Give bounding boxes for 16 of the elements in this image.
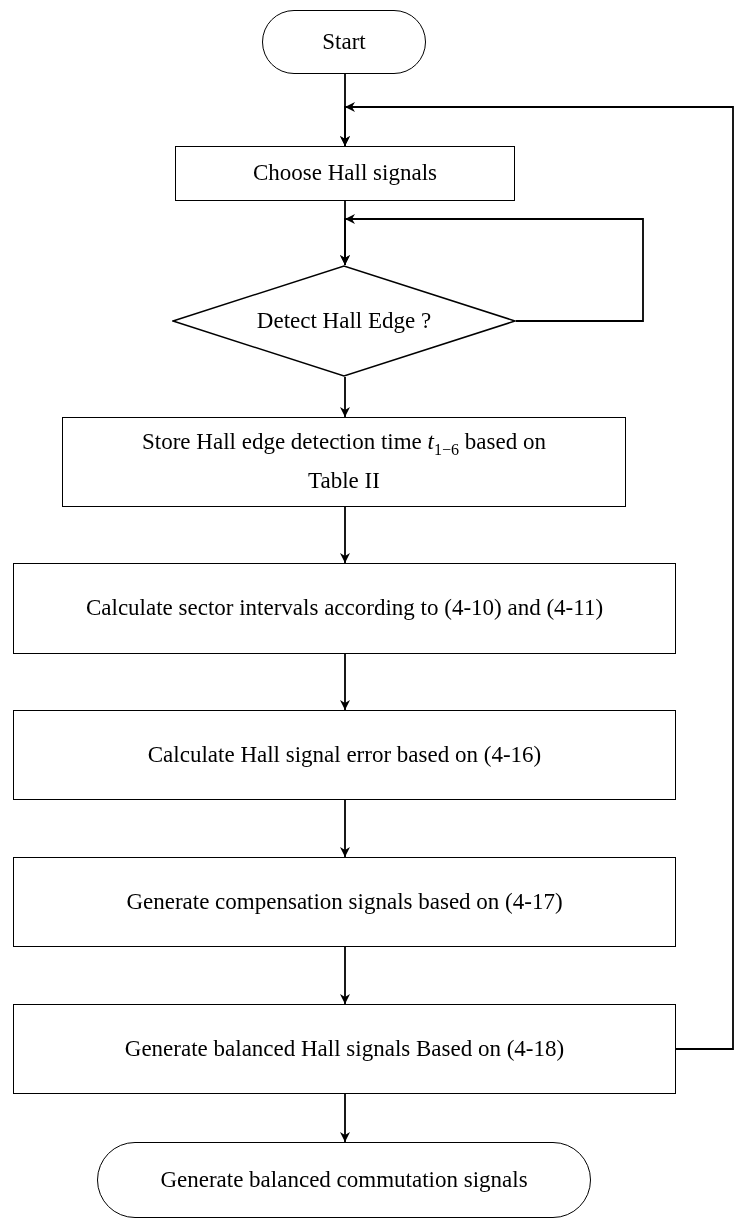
process-box xyxy=(62,417,626,507)
step-text: Generate balanced Hall signals Based on (4-18) xyxy=(123,1034,566,1063)
step-text: Generate balanced commutation signals xyxy=(159,1165,529,1194)
process-box xyxy=(175,146,515,201)
step-text: Store Hall edge detection time t$_{1−6}$ based on Table II xyxy=(141,428,547,495)
step-text: Generate compensation signals based on (4-17) xyxy=(125,887,564,916)
step-text: Start xyxy=(321,27,367,56)
step-text: Calculate Hall signal error based on (4-16) xyxy=(146,740,543,769)
decision-diamond xyxy=(172,265,516,377)
step-text: Choose Hall signals xyxy=(252,159,438,188)
process-box xyxy=(13,563,676,654)
process-box xyxy=(13,1004,676,1094)
process-box xyxy=(13,710,676,800)
step-text: Calculate sector intervals according to (4-10) and (4-11) xyxy=(84,594,605,623)
step-text: Detect Hall Edge ? xyxy=(255,306,433,335)
process-box xyxy=(13,857,676,947)
